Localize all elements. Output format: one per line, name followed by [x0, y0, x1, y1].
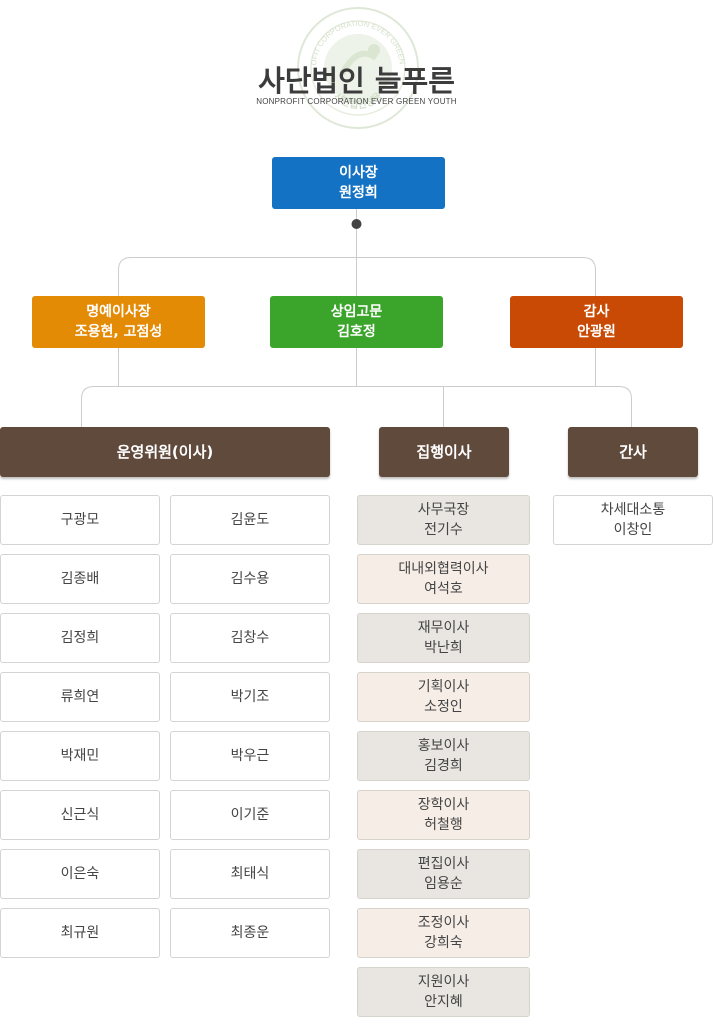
executive-title: 장학이사	[417, 797, 470, 813]
category-executive-label: 집행이사	[416, 443, 472, 461]
executive-name: 김경희	[424, 758, 463, 774]
committee-member: 박재민	[0, 731, 160, 781]
connector-categories	[81, 386, 632, 427]
executive-name: 박난희	[424, 640, 463, 656]
executive-name: 강희숙	[424, 935, 463, 951]
committee-member: 최규원	[0, 908, 160, 958]
executive-title: 재무이사	[417, 620, 470, 636]
committee-member: 최태식	[170, 849, 330, 899]
executive-title: 홍보이사	[417, 738, 470, 754]
category-committee: 운영위원(이사)	[0, 427, 330, 477]
org-title: 사단법인 늘푸른	[258, 64, 455, 98]
member-name: 김윤도	[230, 512, 270, 528]
auditor-name: 안광원	[577, 324, 616, 340]
executive-name: 전기수	[424, 522, 463, 538]
committee-member: 박기조	[170, 672, 330, 722]
honorary-chairman-name: 조용현, 고점성	[74, 324, 163, 340]
auditor-title: 감사	[583, 304, 610, 320]
executive-name: 안지혜	[424, 994, 463, 1010]
executive-name: 여석호	[424, 581, 463, 597]
executive-member: 조정이사 강희숙	[357, 908, 530, 958]
chairman-box: 이사장 원정희	[272, 157, 445, 209]
secretary-member: 차세대소통 이창인	[553, 495, 713, 545]
member-name: 최규원	[60, 925, 100, 941]
connector-node-dot	[351, 219, 362, 229]
committee-member: 구광모	[0, 495, 160, 545]
executive-member: 기획이사 소정인	[357, 672, 530, 722]
committee-member: 김정희	[0, 613, 160, 663]
org-subtitle: NONPROFIT CORPORATION EVER GREEN YOUTH	[256, 97, 457, 106]
member-name: 이은숙	[60, 866, 100, 882]
committee-member: 김종배	[0, 554, 160, 604]
category-committee-label: 운영위원(이사)	[116, 443, 214, 461]
executive-member: 재무이사 박난희	[357, 613, 530, 663]
member-name: 류희연	[60, 689, 100, 705]
standing-advisor-title: 상임고문	[330, 304, 383, 320]
member-name: 최종운	[230, 925, 270, 941]
executive-member: 장학이사 허철행	[357, 790, 530, 840]
member-name: 김정희	[60, 630, 100, 646]
executive-member: 지원이사 안지혜	[357, 967, 530, 1017]
committee-member: 김창수	[170, 613, 330, 663]
executive-title: 편집이사	[417, 856, 470, 872]
auditor-box: 감사 안광원	[510, 296, 683, 348]
committee-member: 김수용	[170, 554, 330, 604]
secretary-name: 이창인	[613, 522, 653, 538]
member-name: 박재민	[60, 748, 100, 764]
member-name: 김종배	[60, 571, 100, 587]
committee-member: 박우근	[170, 731, 330, 781]
member-name: 김수용	[230, 571, 270, 587]
executive-title: 기획이사	[417, 679, 470, 695]
honorary-chairman-box: 명예이사장 조용현, 고점성	[32, 296, 205, 348]
chairman-title: 이사장	[339, 165, 378, 181]
category-secretary: 간사	[568, 427, 698, 477]
executive-title: 조정이사	[417, 915, 470, 931]
chairman-name: 원정희	[339, 185, 378, 201]
member-name: 김창수	[230, 630, 270, 646]
executive-name: 소정인	[424, 699, 463, 715]
committee-member: 이기준	[170, 790, 330, 840]
member-name: 최태식	[230, 866, 270, 882]
executive-member: 편집이사 임용순	[357, 849, 530, 899]
committee-member: 신근식	[0, 790, 160, 840]
standing-advisor-box: 상임고문 김호정	[270, 296, 443, 348]
executive-member: 사무국장 전기수	[357, 495, 530, 545]
committee-member: 김윤도	[170, 495, 330, 545]
executive-title: 대내외협력이사	[398, 561, 489, 577]
category-secretary-label: 간사	[619, 443, 647, 461]
executive-title: 사무국장	[417, 502, 470, 518]
executive-name: 임용순	[424, 876, 463, 892]
standing-advisor-name: 김호정	[337, 324, 376, 340]
seal-logo: NONPROFIT CORPORATION EVER GREEN YOUTH 사…	[296, 6, 419, 129]
executive-member: 홍보이사 김경희	[357, 731, 530, 781]
member-name: 박기조	[230, 689, 270, 705]
member-name: 박우근	[230, 748, 270, 764]
member-name: 이기준	[230, 807, 270, 823]
committee-member: 최종운	[170, 908, 330, 958]
executive-name: 허철행	[424, 817, 463, 833]
member-name: 구광모	[60, 512, 100, 528]
committee-member: 류희연	[0, 672, 160, 722]
secretary-title: 차세대소통	[600, 502, 666, 518]
executive-title: 지원이사	[417, 974, 470, 990]
executive-member: 대내외협력이사 여석호	[357, 554, 530, 604]
member-name: 신근식	[60, 807, 100, 823]
connector-second-tier	[118, 257, 596, 296]
honorary-chairman-title: 명예이사장	[86, 304, 151, 320]
committee-member: 이은숙	[0, 849, 160, 899]
category-executive: 집행이사	[379, 427, 509, 477]
